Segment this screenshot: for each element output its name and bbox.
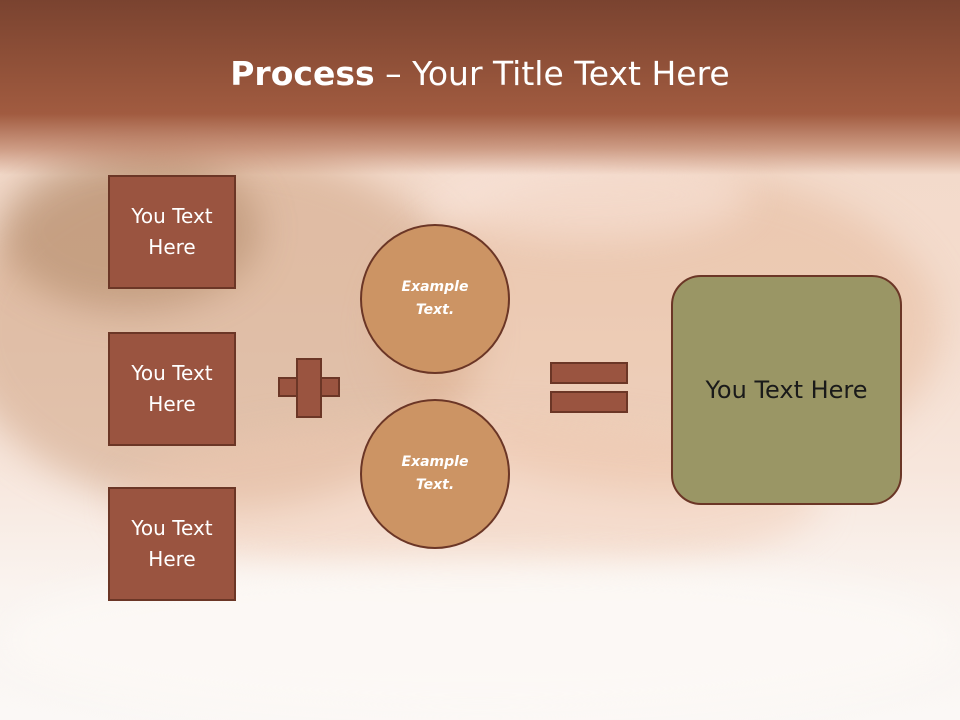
example-circle-1: Example Text. <box>360 224 510 374</box>
equals-sign-bottom-bar <box>550 391 628 413</box>
example-circle-1-label: Example Text. <box>401 279 469 318</box>
text-box-1: You Text Here <box>108 175 236 289</box>
title-rest: – Your Title Text Here <box>374 54 730 93</box>
title-bold: Process <box>230 54 375 93</box>
plus-sign-center <box>298 379 320 395</box>
example-circle-2: Example Text. <box>360 399 510 549</box>
slide-title: Process – Your Title Text Here <box>0 52 960 96</box>
text-box-3: You Text Here <box>108 487 236 601</box>
result-box: You Text Here <box>671 275 902 505</box>
title-banner <box>0 0 960 175</box>
text-box-2: You Text Here <box>108 332 236 446</box>
equals-sign-top-bar <box>550 362 628 384</box>
example-circle-2-label: Example Text. <box>401 454 469 493</box>
